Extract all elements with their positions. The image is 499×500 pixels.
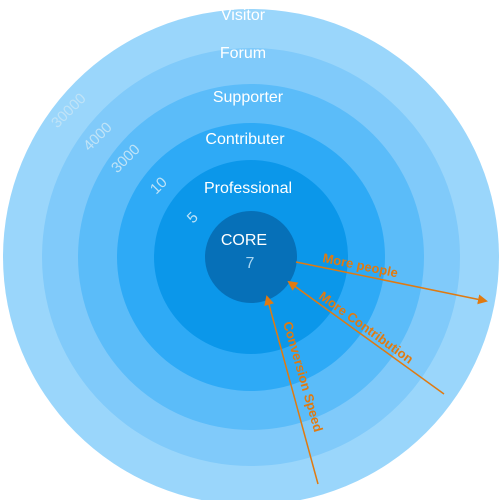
conversion-speed-arrow <box>264 295 319 485</box>
more-contribution-arrow <box>287 280 445 395</box>
ring-label-core: CORE <box>221 232 267 249</box>
count-core: 7 <box>246 255 255 272</box>
ring-label-contributer: Contributer <box>205 131 285 148</box>
ring-label-professional: Professional <box>204 180 292 197</box>
ring-core <box>205 211 297 303</box>
ring-label-supporter: Supporter <box>213 89 284 106</box>
ring-label-visitor: Visitor <box>221 7 266 24</box>
ring-label-forum: Forum <box>220 45 266 62</box>
more-people-arrow <box>295 261 488 305</box>
